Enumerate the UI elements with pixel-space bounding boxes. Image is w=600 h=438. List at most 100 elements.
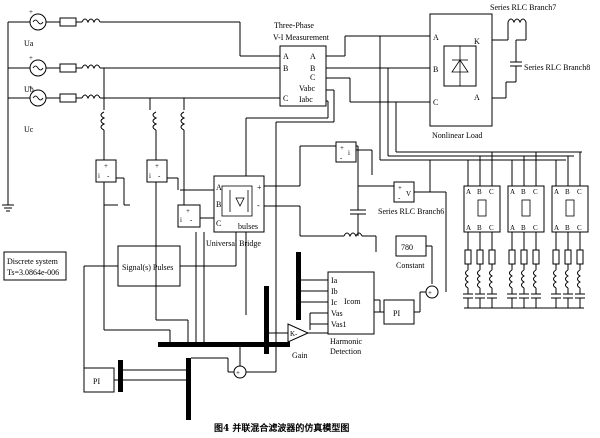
svg-text:B: B (477, 188, 482, 196)
source-uc[interactable]: + (29, 84, 47, 107)
svg-text:C: C (489, 188, 494, 196)
gain-label: Gain (292, 351, 308, 360)
vi-title-1: Three-Phase (274, 21, 314, 30)
bridge-port-minus: - (257, 201, 260, 210)
vi-port-b-out: B (310, 64, 315, 73)
svg-text:V: V (406, 190, 411, 198)
svg-text:+: + (340, 144, 344, 152)
source-ua[interactable]: + (29, 8, 47, 31)
chain-inductor[interactable] (521, 269, 525, 289)
constant-block[interactable]: 780 (395, 235, 427, 257)
chain-inductor[interactable] (489, 269, 493, 289)
vi-title-2: V-I Measurement (273, 33, 330, 42)
harmonic-detection-label-1: Harmonic (330, 337, 362, 346)
svg-text:A: A (510, 224, 515, 232)
chain-inductor[interactable] (465, 269, 469, 289)
chain-inductor[interactable] (509, 269, 513, 289)
hd-port-vas: Vas (331, 309, 343, 318)
svg-text:A: A (554, 224, 559, 232)
chain-resistor[interactable] (564, 249, 572, 265)
hd-port-ic: Ic (331, 298, 338, 307)
svg-text:A: A (510, 188, 515, 196)
rlc-branch7-inductor[interactable] (507, 18, 527, 24)
svg-text:+: + (155, 162, 159, 170)
signal-pulses-block[interactable]: Signal(s) Pulses (117, 245, 181, 287)
current-measurement-3[interactable]: + i - (177, 204, 201, 228)
load-port-k: K (474, 37, 480, 46)
rlc-branch7-label: Series RLC Branch7 (490, 3, 556, 12)
load-port-b: B (433, 65, 438, 74)
svg-text:i: i (348, 149, 350, 157)
chain-inductor[interactable] (577, 269, 581, 289)
svg-text:+: + (398, 184, 402, 192)
pi-controller-right[interactable]: PI (383, 299, 415, 325)
load-port-a-out: A (474, 93, 480, 102)
bridge-port-pulses: bulses (238, 222, 258, 231)
discrete-system-title: Discrete system (7, 257, 59, 266)
bridge-port-b: B (216, 200, 221, 209)
gain-block[interactable]: K- (287, 323, 310, 343)
svg-text:C: C (533, 188, 538, 196)
nonlinear-load-block[interactable]: A B C K A (429, 13, 493, 127)
pi-right-label: PI (393, 309, 400, 318)
inductor-c[interactable] (81, 94, 101, 100)
source-ub[interactable]: + (29, 54, 47, 77)
svg-text:B: B (477, 224, 482, 232)
rlc-bank-chains (463, 232, 585, 309)
svg-text:-: - (107, 172, 110, 180)
resistor-a[interactable] (59, 17, 77, 27)
chain-resistor[interactable] (476, 249, 484, 265)
mux-bar-vertical-2[interactable] (264, 286, 269, 354)
svg-text:+: + (186, 207, 190, 215)
chain-inductor[interactable] (477, 269, 481, 289)
resistor-c[interactable] (59, 93, 77, 103)
universal-bridge-label: Universal Bridge (206, 239, 261, 248)
voltage-measurement[interactable]: + V - (393, 181, 415, 203)
chain-resistor[interactable] (520, 249, 528, 265)
mux-bar-horizontal[interactable] (158, 342, 290, 347)
chain-inductor[interactable] (533, 269, 537, 289)
source-uc-label: Uc (24, 125, 34, 134)
current-measurement-1[interactable]: + i - (95, 159, 117, 183)
current-measurement-2[interactable]: + i - (146, 159, 168, 183)
bridge-port-c: C (216, 219, 221, 228)
mux-bar-vertical-4[interactable] (118, 360, 123, 392)
pi-controller-left[interactable]: PI (83, 367, 115, 393)
resistor-b[interactable] (59, 63, 77, 73)
svg-text:A: A (466, 188, 471, 196)
inductor-a[interactable] (81, 18, 101, 24)
discrete-system-block[interactable]: Discrete system Ts=3.0864e-006 (3, 251, 67, 281)
chain-resistor[interactable] (508, 249, 516, 265)
chain-resistor[interactable] (532, 249, 540, 265)
chain-resistor[interactable] (488, 249, 496, 265)
nonlinear-load-label: Nonlinear Load (432, 131, 482, 140)
chain-inductor[interactable] (553, 269, 557, 289)
svg-text:B: B (565, 224, 570, 232)
chain-inductor[interactable] (565, 269, 569, 289)
universal-bridge-block[interactable]: A B C + - bulses (213, 175, 265, 233)
hd-port-icom: Icom (344, 297, 361, 306)
chain-resistor[interactable] (576, 249, 584, 265)
rlc-branch8-label: Series RLC Branch8 (524, 63, 590, 72)
inductor-b[interactable] (81, 64, 101, 70)
constant-value: 780 (401, 243, 413, 252)
svg-text:-: - (158, 172, 161, 180)
vi-port-c-in: C (283, 94, 288, 103)
rlc-branch6-inductor[interactable] (343, 232, 363, 238)
bridge-port-plus: + (257, 183, 262, 192)
chain-resistor[interactable] (464, 249, 472, 265)
harmonic-detection-block[interactable]: Ia Ib Ic Vas Vas1 Icom (327, 271, 375, 335)
mux-bar-vertical-3[interactable] (186, 358, 191, 420)
svg-text:i: i (180, 216, 182, 224)
mux-bar-vertical-1[interactable] (296, 252, 301, 320)
constant-label: Constant (396, 261, 425, 270)
dc-current-measurement[interactable]: + i - (335, 141, 357, 163)
vi-measurement-block[interactable]: Three-Phase V-I Measurement A B C A B C … (273, 21, 330, 107)
svg-text:+: + (29, 84, 33, 92)
vi-port-c-out: C (310, 73, 315, 82)
chain-resistor[interactable] (552, 249, 560, 265)
